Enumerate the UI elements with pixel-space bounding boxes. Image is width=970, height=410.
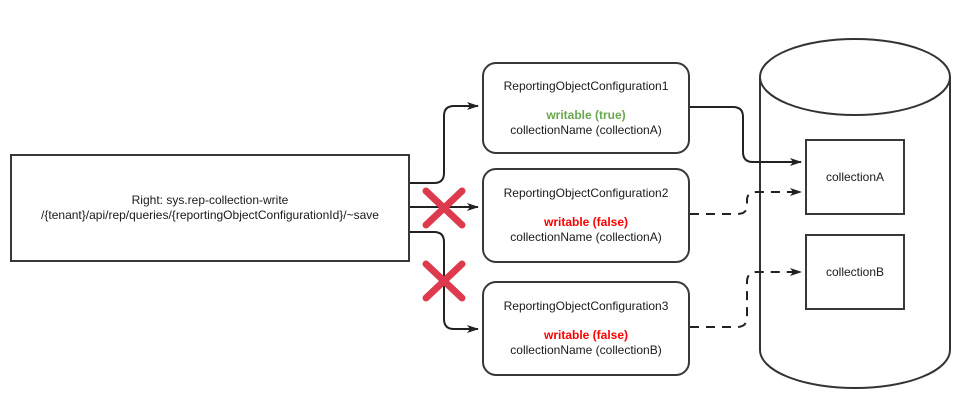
config3-title: ReportingObjectConfiguration3 [503,299,669,313]
config-box-2: ReportingObjectConfiguration2 writable (… [482,168,690,263]
connector-config3-to-collectionB [690,268,802,328]
source-right-label: Right: sys.rep-collection-write [131,193,289,207]
connector-config2-to-collectionA [690,188,802,215]
config1-title: ReportingObjectConfiguration1 [503,78,669,93]
config2-writable-status: writable (false) [543,215,629,229]
config1-collection-name: collectionName (collectionA) [510,122,662,137]
denied-x-icon [422,187,466,229]
connector-source-to-config1 [410,102,479,184]
collection-b-label: collectionB [825,264,885,279]
config3-writable-status: writable (false) [543,328,629,342]
source-right-box: Right: sys.rep-collection-write /{tenant… [10,154,410,262]
collection-a-label: collectionA [825,169,885,184]
collection-b-box: collectionB [805,234,905,310]
config2-title: ReportingObjectConfiguration2 [503,186,669,200]
config2-collection-name: collectionName (collectionA) [510,230,662,244]
database-cylinder [759,38,952,389]
config-box-1: ReportingObjectConfiguration1 writable (… [482,62,690,154]
config1-writable-status: writable (true) [546,107,626,122]
config3-collection-name: collectionName (collectionB) [510,343,662,357]
source-endpoint-path: /{tenant}/api/rep/queries/{reportingObje… [41,208,379,222]
connector-config1-to-collectionA [690,106,802,166]
config-box-3: ReportingObjectConfiguration3 writable (… [482,281,690,376]
denied-x-icon [422,260,466,302]
collection-a-box: collectionA [805,139,905,215]
